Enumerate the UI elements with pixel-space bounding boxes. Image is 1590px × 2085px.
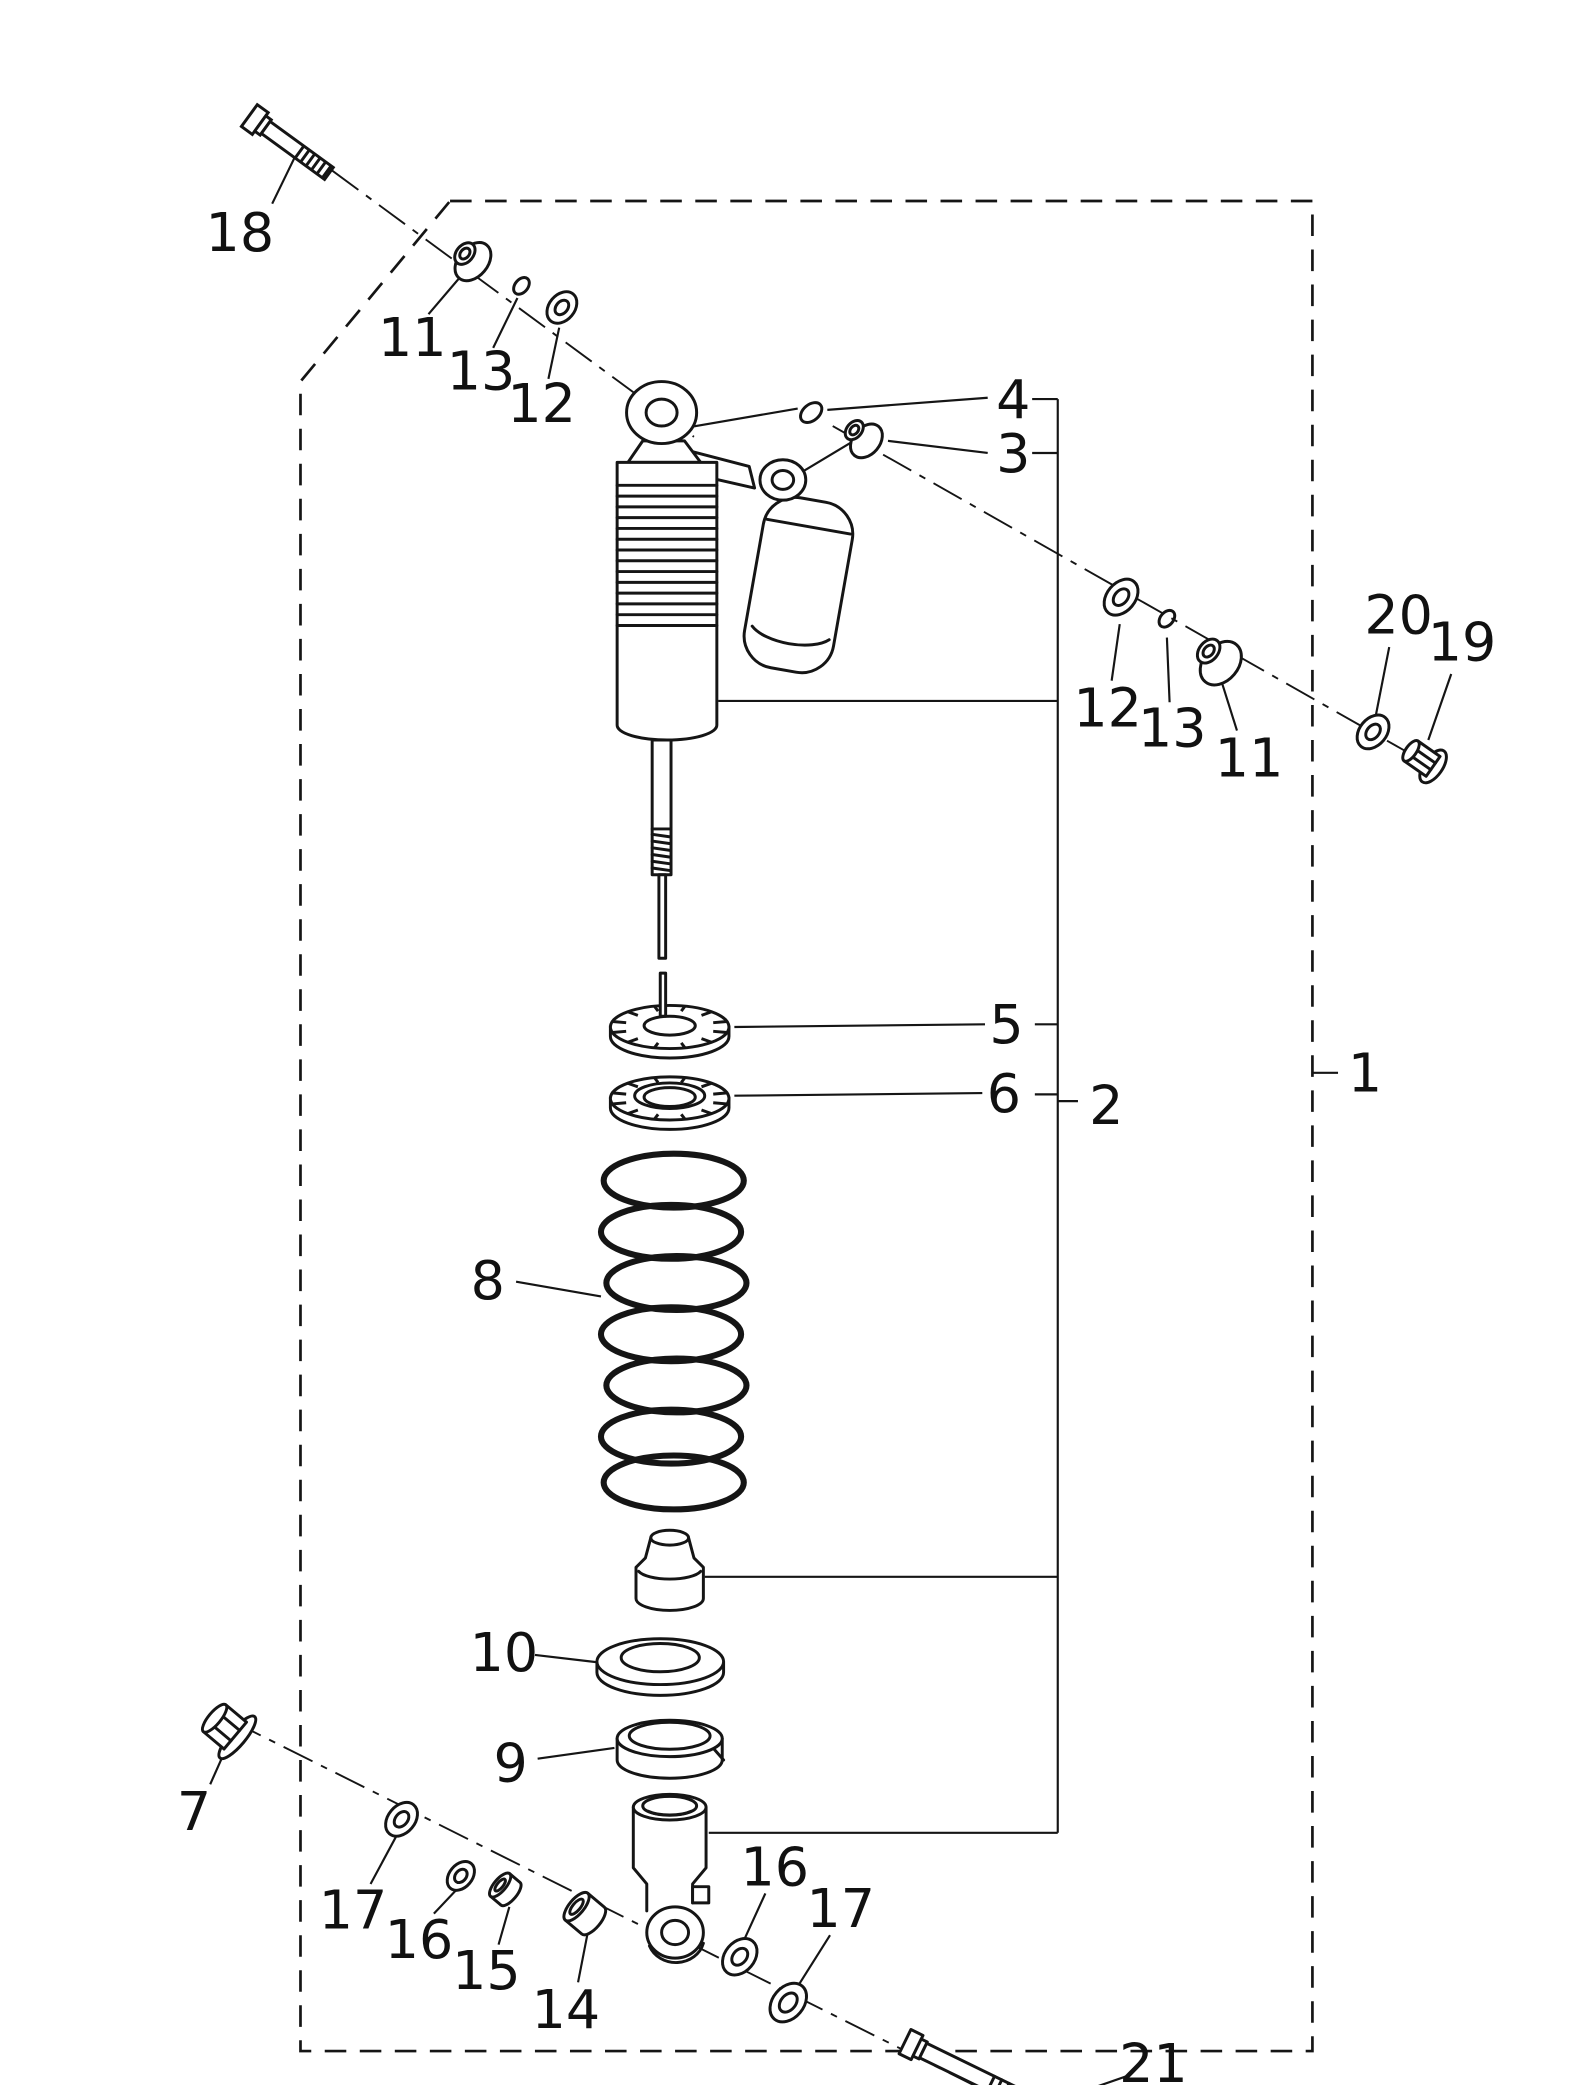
callout-10: 10 xyxy=(470,1621,539,1684)
callout-16-right: 16 xyxy=(741,1835,810,1898)
callout-11-left: 11 xyxy=(378,306,447,369)
callout-8: 8 xyxy=(471,1249,505,1312)
part-10-spring-seat xyxy=(595,1637,726,1697)
group-bracket-lines xyxy=(704,398,1339,1834)
part-bump-stopper xyxy=(634,1528,705,1612)
part-4-oring xyxy=(799,401,824,425)
part-16-collar-right xyxy=(721,1937,759,1977)
callout-4: 4 xyxy=(996,368,1030,431)
leader-lines xyxy=(209,156,1453,2085)
callout-12-right: 12 xyxy=(1073,677,1142,740)
part-8-coil-spring xyxy=(597,1150,750,1513)
callout-labels: 18 11 13 12 4 3 20 19 12 13 11 5 6 2 1 8… xyxy=(177,201,1496,2085)
assembly-boundary-box xyxy=(299,199,1314,2053)
center-axis-lines xyxy=(231,135,1432,2085)
part-20-washer xyxy=(1355,713,1391,751)
part-17-washer-right xyxy=(768,1981,808,2024)
part-5-adjuster-ring xyxy=(608,1003,731,1060)
callout-16-left: 16 xyxy=(385,1908,454,1971)
part-14-bushing xyxy=(562,1890,608,1937)
callout-17-left: 17 xyxy=(319,1878,388,1941)
part-7-nut xyxy=(200,1702,258,1761)
callout-7: 7 xyxy=(177,1780,211,1843)
callout-21: 21 xyxy=(1119,2032,1188,2085)
part-19-nut xyxy=(1401,739,1448,785)
part-6-locknut-ring xyxy=(608,1075,731,1131)
part-18-bolt xyxy=(239,103,339,186)
part-16-washer-left xyxy=(445,1860,476,1892)
part-9-spring-guide xyxy=(615,1718,726,1780)
part-6-thread-bore xyxy=(633,1081,707,1111)
callout-13-left: 13 xyxy=(447,340,516,403)
callout-12-left: 12 xyxy=(507,372,576,435)
part-15-collar xyxy=(488,1871,523,1908)
callout-13-right: 13 xyxy=(1138,697,1207,760)
part-13-oring-right xyxy=(1157,608,1177,629)
callout-17-right: 17 xyxy=(807,1877,876,1940)
part-21-bolt xyxy=(897,2028,1050,2085)
callout-18: 18 xyxy=(206,201,275,264)
part-lower-clevis xyxy=(631,1792,711,1965)
part-3-bushing xyxy=(843,419,884,460)
part-11-bushing-right xyxy=(1195,637,1243,687)
callout-6: 6 xyxy=(987,1062,1021,1125)
rod-tip xyxy=(658,971,668,1018)
part-11-bushing-left xyxy=(453,241,493,283)
callout-2: 2 xyxy=(1089,1074,1123,1137)
callout-3: 3 xyxy=(996,422,1030,485)
part-17-washer-left xyxy=(384,1800,419,1838)
callout-15: 15 xyxy=(452,1939,521,2002)
part-12-washer-left xyxy=(545,290,579,325)
part-12-washer-right xyxy=(1102,577,1140,617)
callout-1: 1 xyxy=(1348,1042,1382,1105)
callout-14: 14 xyxy=(532,1978,601,2041)
callout-5: 5 xyxy=(989,993,1023,1056)
part-13-oring-left xyxy=(512,276,531,296)
part-2-shock-absorber xyxy=(615,380,855,960)
callout-20: 20 xyxy=(1364,584,1433,647)
callout-19: 19 xyxy=(1428,610,1497,673)
callout-9: 9 xyxy=(494,1732,528,1795)
callout-11-right: 11 xyxy=(1215,726,1284,789)
